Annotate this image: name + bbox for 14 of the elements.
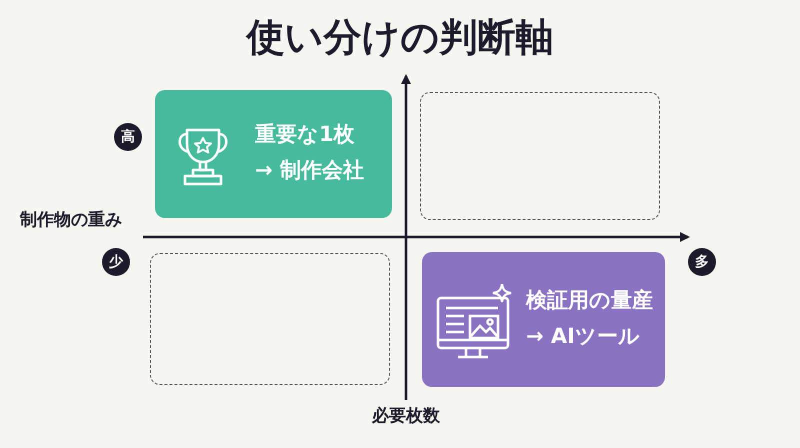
card-text: → 制作会社 — [255, 160, 364, 181]
axis-label: 制作物の重み — [20, 212, 122, 229]
axis-badge: 高 — [114, 123, 142, 151]
title: 使い分けの判断軸 — [244, 18, 554, 56]
quadrant-card — [155, 90, 392, 218]
axis-badge: 多 — [688, 248, 716, 276]
card-text: → AIツール — [526, 326, 640, 346]
empty-quadrant-box — [420, 92, 660, 220]
quadrant-card — [422, 252, 665, 387]
axis-label: 必要枚数 — [370, 408, 441, 425]
empty-quadrant-box — [150, 253, 390, 385]
axis-badge: 少 — [102, 248, 130, 276]
card-text: 検証用の量産 — [526, 290, 653, 310]
card-text: 重要な1枚 — [255, 124, 355, 145]
